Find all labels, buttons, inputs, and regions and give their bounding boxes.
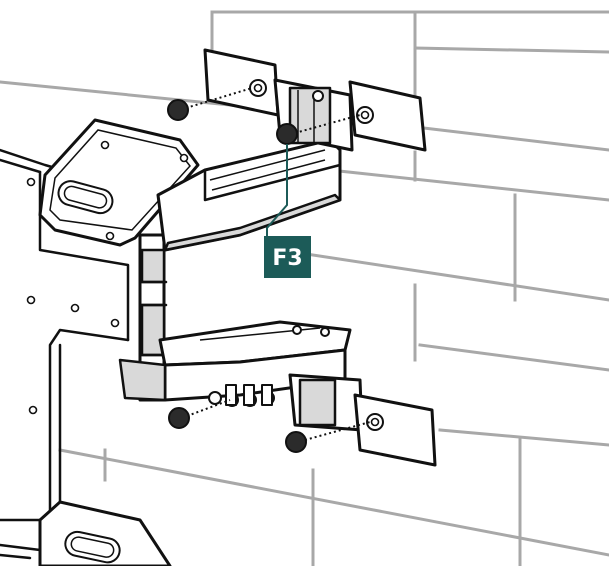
cabinet-hole-5 bbox=[28, 405, 38, 415]
mortar-line-4 bbox=[328, 168, 609, 202]
screw-ball-upper-right bbox=[276, 123, 298, 145]
lower-plate-slot bbox=[64, 530, 121, 564]
screw-guide-4 bbox=[304, 421, 371, 441]
upper-plate-hole-1 bbox=[100, 140, 110, 150]
lower-bracket-arm bbox=[118, 320, 352, 402]
upper-arm-bottom bbox=[163, 193, 342, 252]
lower-flange-channel bbox=[298, 378, 337, 427]
lower-bolt-body-2 bbox=[243, 384, 255, 406]
cabinet-top-edge-2 bbox=[0, 158, 42, 174]
screw-ball-upper-left bbox=[167, 99, 189, 121]
callout-f3: F3 bbox=[264, 144, 311, 278]
upper-plate-slot-inner bbox=[63, 185, 108, 209]
cabinet-front-frame bbox=[48, 328, 130, 522]
screw-guide-2 bbox=[294, 114, 361, 134]
upper-flange-pin bbox=[312, 90, 324, 102]
upper-flange-left-tab bbox=[203, 48, 280, 117]
upper-arm-groove bbox=[209, 149, 326, 181]
cabinet-hole-4 bbox=[110, 318, 120, 328]
upper-plate-hole-3 bbox=[105, 231, 115, 241]
callout-box bbox=[264, 236, 311, 278]
hinge-knuckle-1 bbox=[140, 248, 166, 284]
upper-flange-hole-right-inner bbox=[360, 110, 370, 120]
upper-plate-hole-2 bbox=[179, 153, 189, 163]
upper-plate-slot bbox=[57, 180, 114, 215]
screw-guide-3 bbox=[186, 399, 231, 417]
lower-tilt-plate bbox=[38, 500, 172, 566]
mortar-line-8 bbox=[58, 448, 609, 557]
lower-bolt-body-1 bbox=[225, 384, 237, 406]
brick-wall bbox=[0, 10, 609, 566]
callout-label: F3 bbox=[272, 246, 302, 271]
mortar-line-6 bbox=[418, 343, 609, 372]
upper-tilt-plate bbox=[38, 118, 200, 247]
upper-arm-edge bbox=[203, 163, 342, 202]
cabinet-hole-1 bbox=[26, 177, 36, 187]
cabinet-base bbox=[0, 543, 42, 552]
upper-flange-hole-left-inner bbox=[253, 83, 263, 93]
lower-bolt-1 bbox=[208, 391, 222, 405]
lower-plate-slot-inner bbox=[70, 536, 115, 558]
mortar-line-5 bbox=[278, 248, 609, 302]
lower-flange-hole-right-inner bbox=[370, 417, 380, 427]
upper-bracket-arm bbox=[156, 138, 342, 252]
upper-wall-flange bbox=[203, 48, 427, 152]
lower-arm-underside bbox=[118, 358, 167, 402]
mortar-line-7 bbox=[438, 428, 609, 447]
lower-arm-pin-2 bbox=[320, 327, 330, 337]
lower-wall-flange bbox=[208, 373, 437, 467]
screw-ball-lower-left bbox=[168, 407, 190, 429]
screw-guide-1 bbox=[185, 87, 253, 109]
lower-bolt-body-3 bbox=[261, 384, 273, 406]
cabinet-hole-3 bbox=[70, 303, 80, 313]
mortar-line-3 bbox=[413, 46, 609, 54]
screw-ball-lower-right bbox=[285, 431, 307, 453]
screws bbox=[167, 87, 371, 453]
upper-arm-groove-2 bbox=[211, 159, 326, 191]
lower-arm-pin-1 bbox=[292, 325, 302, 335]
lower-flange-right-tab bbox=[353, 393, 437, 467]
callout-leader-line bbox=[266, 144, 288, 238]
cabinet-hole-2 bbox=[26, 295, 36, 305]
cabinet-base-2 bbox=[0, 553, 32, 560]
